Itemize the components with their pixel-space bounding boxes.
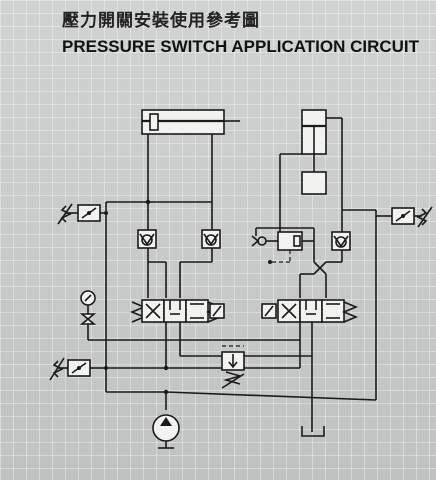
right-cylinder <box>279 109 343 218</box>
left-cylinder <box>141 109 240 202</box>
relief-valve <box>221 345 245 389</box>
directional-valve-right <box>261 299 359 323</box>
check-valve-right <box>299 218 351 298</box>
title-english: PRESSURE SWITCH APPLICATION CIRCUIT <box>62 37 420 56</box>
pressure-gauge <box>79 290 300 341</box>
tank <box>301 426 325 437</box>
pilot-check-valve-right <box>251 218 327 275</box>
pressure-switch-left-top <box>57 202 108 392</box>
pressure-switch-right-top <box>375 206 433 400</box>
check-valve-left-1 <box>137 199 157 298</box>
check-valve-left-2 <box>179 202 221 298</box>
hydraulic-pump <box>152 392 180 449</box>
directional-valve-left <box>129 299 225 323</box>
pressure-switch-left-bottom <box>49 357 108 381</box>
title-chinese: 壓力開關安裝使用參考圖 <box>62 11 260 31</box>
